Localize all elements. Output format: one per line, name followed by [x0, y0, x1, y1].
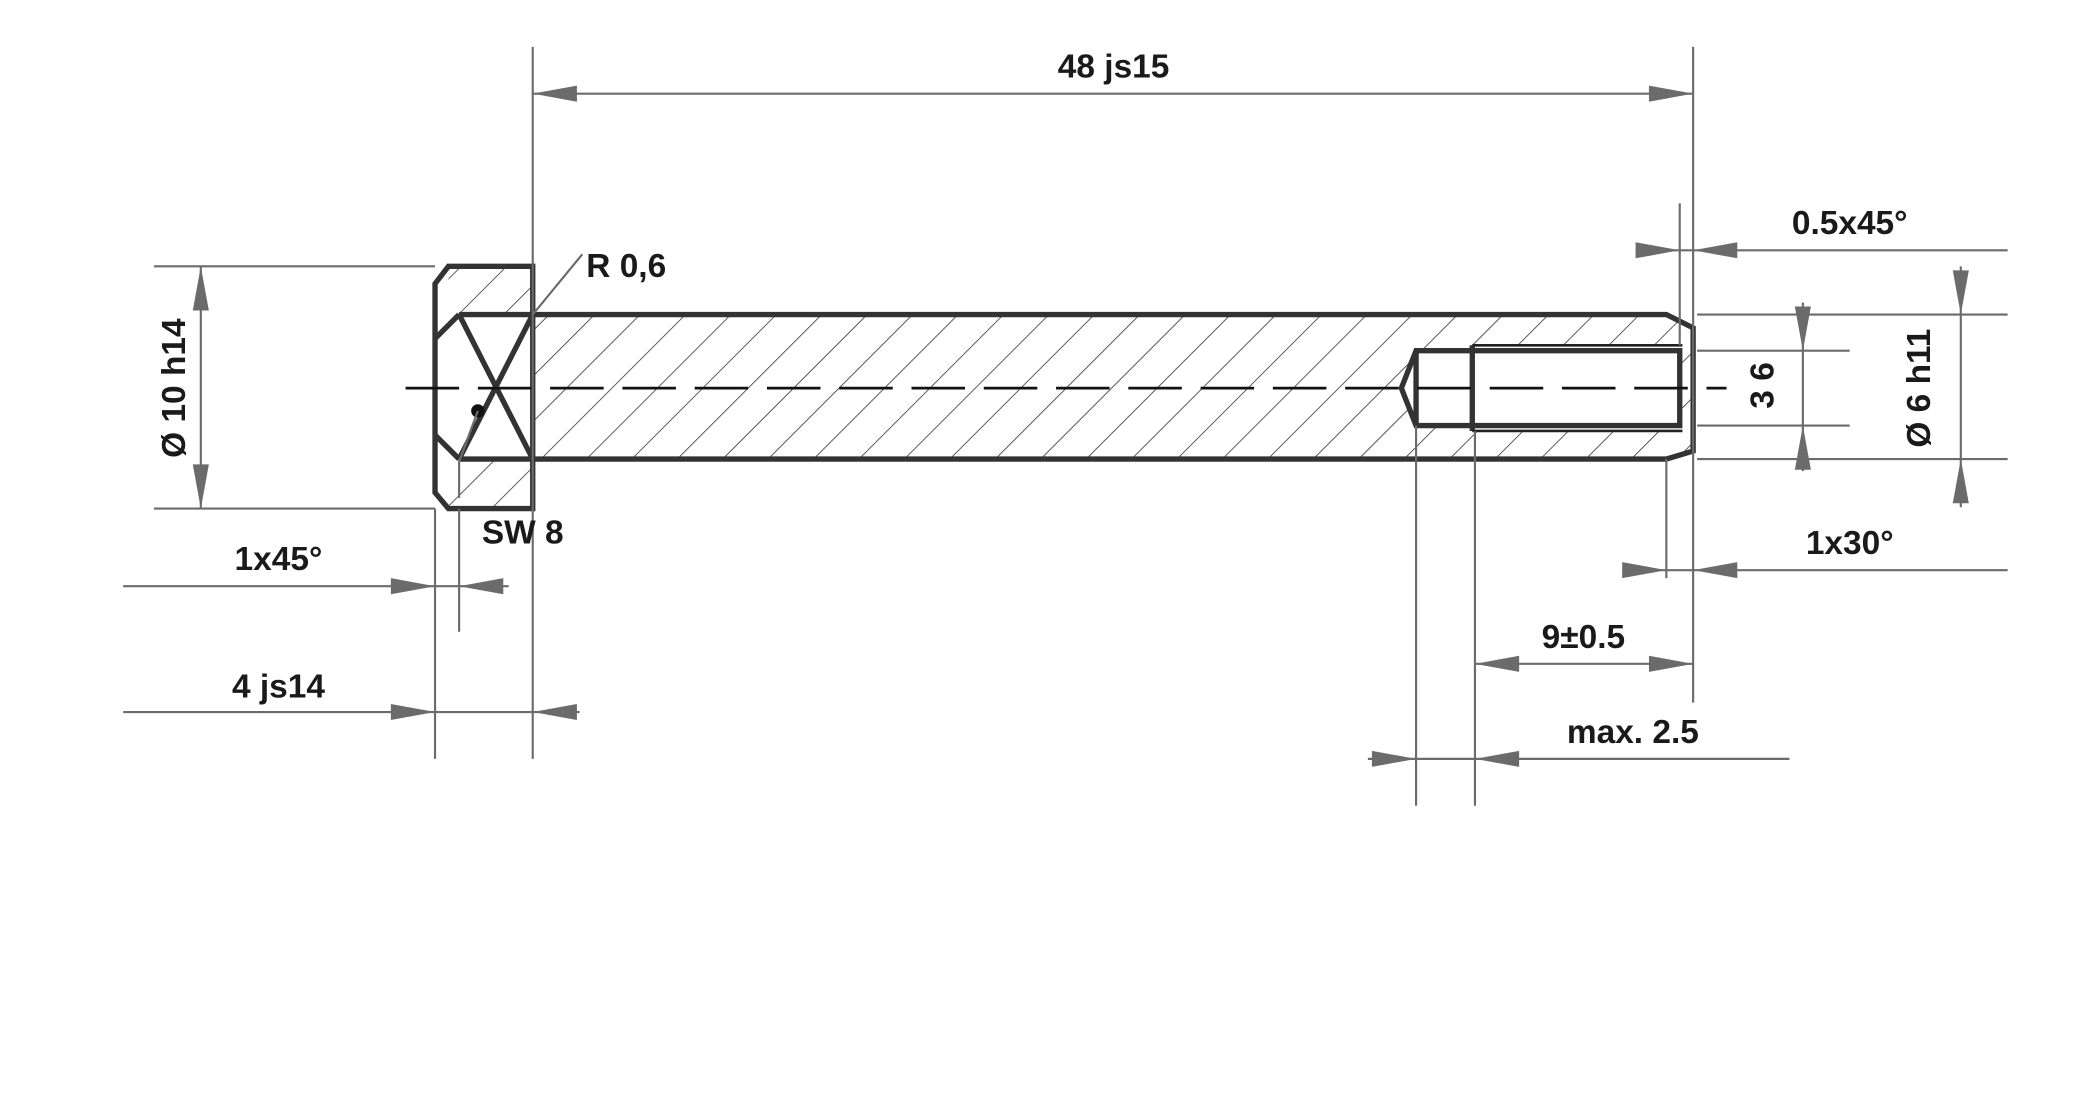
radius-label: R 0,6 [586, 248, 666, 285]
length-label: 48 js15 [1058, 49, 1170, 86]
arrowhead [192, 266, 209, 311]
shaft-diameter-label: Ø 6 h11 [1901, 329, 1938, 448]
arrowhead [390, 578, 436, 595]
thread-label: 3 6 [1744, 362, 1781, 408]
arrowhead [459, 578, 504, 595]
arrowhead [1693, 562, 1738, 579]
arrowhead [192, 464, 209, 509]
arrowhead [1648, 85, 1694, 102]
head-chamfer-label: 1x45° [235, 541, 323, 578]
arrowhead [1794, 425, 1811, 470]
wrench-size-label: SW 8 [482, 514, 564, 551]
arrowhead [1693, 242, 1738, 259]
arrowhead [1622, 562, 1667, 579]
arrowhead [1371, 750, 1417, 767]
arrowhead [1952, 270, 1969, 315]
head-height-label: 4 js14 [232, 668, 325, 705]
arrowhead [1794, 306, 1811, 351]
arrowhead [390, 703, 436, 721]
arrowhead [532, 85, 577, 102]
head-diameter-label: Ø 10 h14 [156, 318, 193, 458]
arrowhead [1474, 655, 1520, 672]
end-chamfer-label: 0.5x45° [1792, 205, 1908, 242]
end-chamfer-angle-label: 1x30° [1806, 525, 1894, 562]
arrowhead [1474, 750, 1520, 767]
arrowhead [532, 703, 577, 721]
arrowhead [1952, 459, 1969, 504]
thread-runout-label: max. 2.5 [1567, 714, 1699, 751]
dimension-arrows [192, 85, 1969, 767]
thread-depth-label: 9±0.5 [1542, 619, 1625, 656]
dimension-lines [123, 46, 2008, 806]
arrowhead [1648, 655, 1694, 672]
arrowhead [1635, 242, 1680, 259]
